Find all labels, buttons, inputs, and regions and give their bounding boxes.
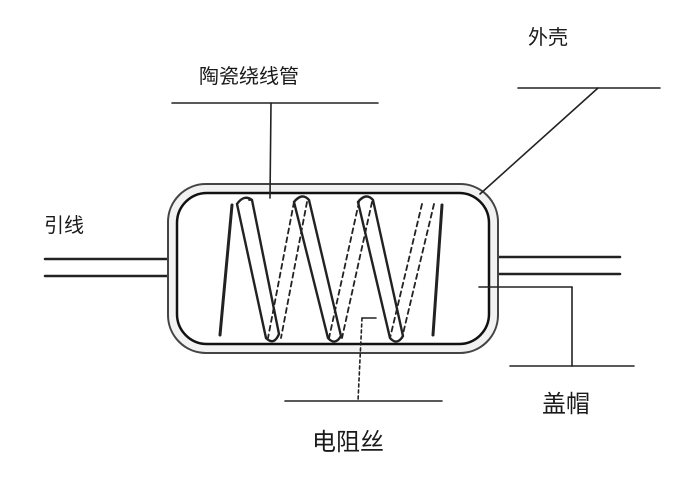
label-shell: 外壳 bbox=[528, 25, 568, 49]
lead-wire-right bbox=[494, 255, 622, 276]
label-resistance-wire: 电阻丝 bbox=[312, 428, 384, 456]
leader-resistance-wire bbox=[284, 317, 443, 402]
ceramic-tube bbox=[218, 203, 444, 337]
leader-end-cap bbox=[478, 286, 635, 367]
lead-wire-left bbox=[43, 257, 174, 278]
label-end-cap: 盖帽 bbox=[542, 390, 590, 418]
outer-shell bbox=[167, 183, 499, 354]
label-ceramic-tube: 陶瓷绕线管 bbox=[199, 64, 299, 88]
leader-shell bbox=[479, 87, 661, 195]
resistance-wire-front bbox=[235, 195, 405, 343]
label-lead-wire: 引线 bbox=[44, 213, 84, 237]
leader-ceramic-tube bbox=[171, 102, 379, 199]
